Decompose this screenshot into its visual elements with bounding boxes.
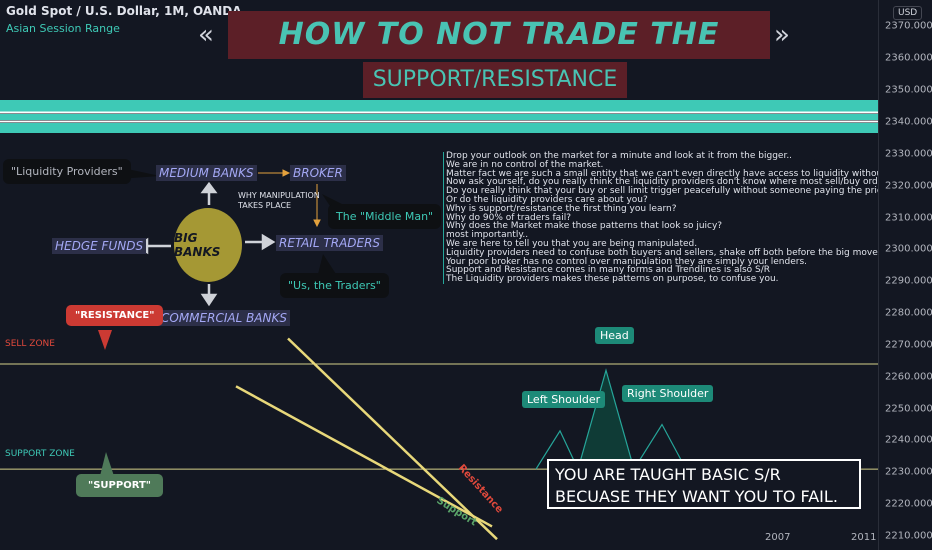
arrow-medium-to-broker-head: [282, 169, 291, 177]
price-tick: 2330.000: [885, 148, 932, 160]
stripe-band-bottom: [0, 123, 878, 133]
explanation-line: Or do the liquidity providers care about…: [446, 194, 648, 205]
page-subtitle: SUPPORT/RESISTANCE: [363, 62, 627, 98]
arrow-broker-down-head: [313, 219, 321, 228]
big-banks-node: BIG BANKS: [174, 208, 242, 282]
indicator-label: Asian Session Range: [6, 22, 120, 35]
explanation-line: Drop your outlook on the market for a mi…: [446, 151, 793, 161]
currency-button[interactable]: USD: [893, 6, 923, 20]
price-tick: 2270.000: [885, 339, 932, 351]
support-tag: "SUPPORT": [76, 474, 163, 497]
price-tick: 2290.000: [885, 275, 932, 287]
plot-area[interactable]: Resistance Support: [0, 0, 878, 550]
price-tick: 2280.000: [885, 307, 932, 319]
broker-node: BROKER: [290, 165, 346, 181]
explanation-line: Why does the Market make those patterns …: [446, 221, 723, 232]
explanation-line: Liquidity providers need to confuse both…: [446, 247, 881, 258]
explanation-text: Drop your outlook on the market for a mi…: [443, 151, 932, 285]
time-tick-2007: 2007: [765, 532, 791, 543]
us-traders-callout: "Us, the Traders": [280, 273, 389, 298]
explanation-line: Why is support/resistance the first thin…: [446, 203, 677, 214]
price-tick: 2340.000: [885, 116, 932, 128]
price-tick: 2320.000: [885, 180, 932, 192]
stripe-band-top: [0, 100, 878, 112]
resistance-tag-pointer: [98, 330, 112, 350]
right-shoulder-label: Right Shoulder: [622, 385, 714, 402]
arrow-down-head: [200, 293, 218, 307]
support-tag-pointer: [100, 452, 114, 476]
explanation-line: We are here to tell you that you are bei…: [446, 238, 698, 249]
explanation-line: Do you really think that your buy or sel…: [446, 186, 893, 197]
price-tick: 2360.000: [885, 52, 932, 64]
medium-banks-node: MEDIUM BANKS: [156, 165, 257, 181]
head-label: Head: [595, 327, 634, 344]
right-chevron-icon: »: [774, 20, 790, 50]
sell-zone-label: SELL ZONE: [5, 339, 55, 349]
explanation-line: most importantly..: [446, 230, 529, 241]
retail-traders-node: RETAIL TRADERS: [276, 235, 384, 251]
arrow-up-head: [200, 181, 218, 194]
page-title: HOW TO NOT TRADE THE MARKET: [228, 11, 770, 100]
stripe-band-middle: [0, 114, 878, 120]
explanation-line: Now ask yourself, do you really think th…: [446, 177, 932, 188]
head-shoulders-fill: [578, 370, 634, 470]
price-tick: 2220.000: [885, 498, 932, 510]
support-trendline[interactable]: [235, 385, 493, 528]
price-tick: 2250.000: [885, 403, 932, 415]
explanation-line: Your poor broker has no control over man…: [446, 256, 807, 267]
arrow-right-head: [261, 233, 276, 251]
price-axis[interactable]: USD 2370.000 2360.000 2350.000 2340.000 2330…: [878, 0, 932, 550]
explanation-line: Matter fact we are such a small entity t…: [446, 168, 932, 179]
us-traders-callout-pointer: [318, 254, 336, 274]
middle-man-callout: The "Middle Man": [328, 204, 442, 229]
price-tick: 2370.000: [885, 20, 932, 32]
explanation-line: We are in no control of the market.: [446, 159, 604, 170]
commercial-banks-node: COMMERCIAL BANKS: [158, 310, 290, 326]
price-tick: 2210.000: [885, 530, 932, 542]
price-tick: 2260.000: [885, 371, 932, 383]
liquidity-providers-callout: "Liquidity Providers": [3, 159, 131, 184]
message-line-2: BECUASE THEY WANT YOU TO FAIL.: [555, 487, 838, 506]
manipulation-note: WHY MANIPULATION TAKES PLACE: [238, 191, 320, 211]
message-box: YOU ARE TAUGHT BASIC S/R BECUASE THEY WA…: [547, 459, 861, 509]
message-line-1: YOU ARE TAUGHT BASIC S/R: [555, 465, 781, 484]
resistance-tag: "RESISTANCE": [66, 305, 164, 326]
price-tick: 2310.000: [885, 212, 932, 224]
support-zone-label: SUPPORT ZONE: [5, 449, 75, 459]
diagram-arrows: [134, 181, 276, 307]
price-tick: 2240.000: [885, 434, 932, 446]
manipulation-note-line-1: WHY MANIPULATION: [238, 191, 320, 200]
price-tick: 2300.000: [885, 243, 932, 255]
price-tick: 2230.000: [885, 466, 932, 478]
broker-arrows: [258, 169, 321, 228]
head-shoulders-line: [535, 368, 687, 471]
resistance-trendline[interactable]: [287, 337, 498, 541]
price-tick: 2350.000: [885, 84, 932, 96]
left-chevron-icon: «: [198, 20, 214, 50]
manipulation-note-line-2: TAKES PLACE: [238, 201, 292, 210]
middle-man-callout-pointer: [322, 194, 346, 206]
hedge-funds-node: HEDGE FUNDS: [52, 238, 147, 254]
time-tick-2011: 2011: [851, 532, 877, 543]
left-shoulder-label: Left Shoulder: [522, 391, 606, 408]
explanation-line: Why do 90% of traders fail?: [446, 212, 571, 223]
explanation-line: Support and Resistance comes in many for…: [446, 265, 771, 276]
explanation-line: The Liquidity providers makes these patt…: [446, 274, 779, 285]
symbol-title: Gold Spot / U.S. Dollar, 1M, OANDA: [6, 4, 242, 18]
